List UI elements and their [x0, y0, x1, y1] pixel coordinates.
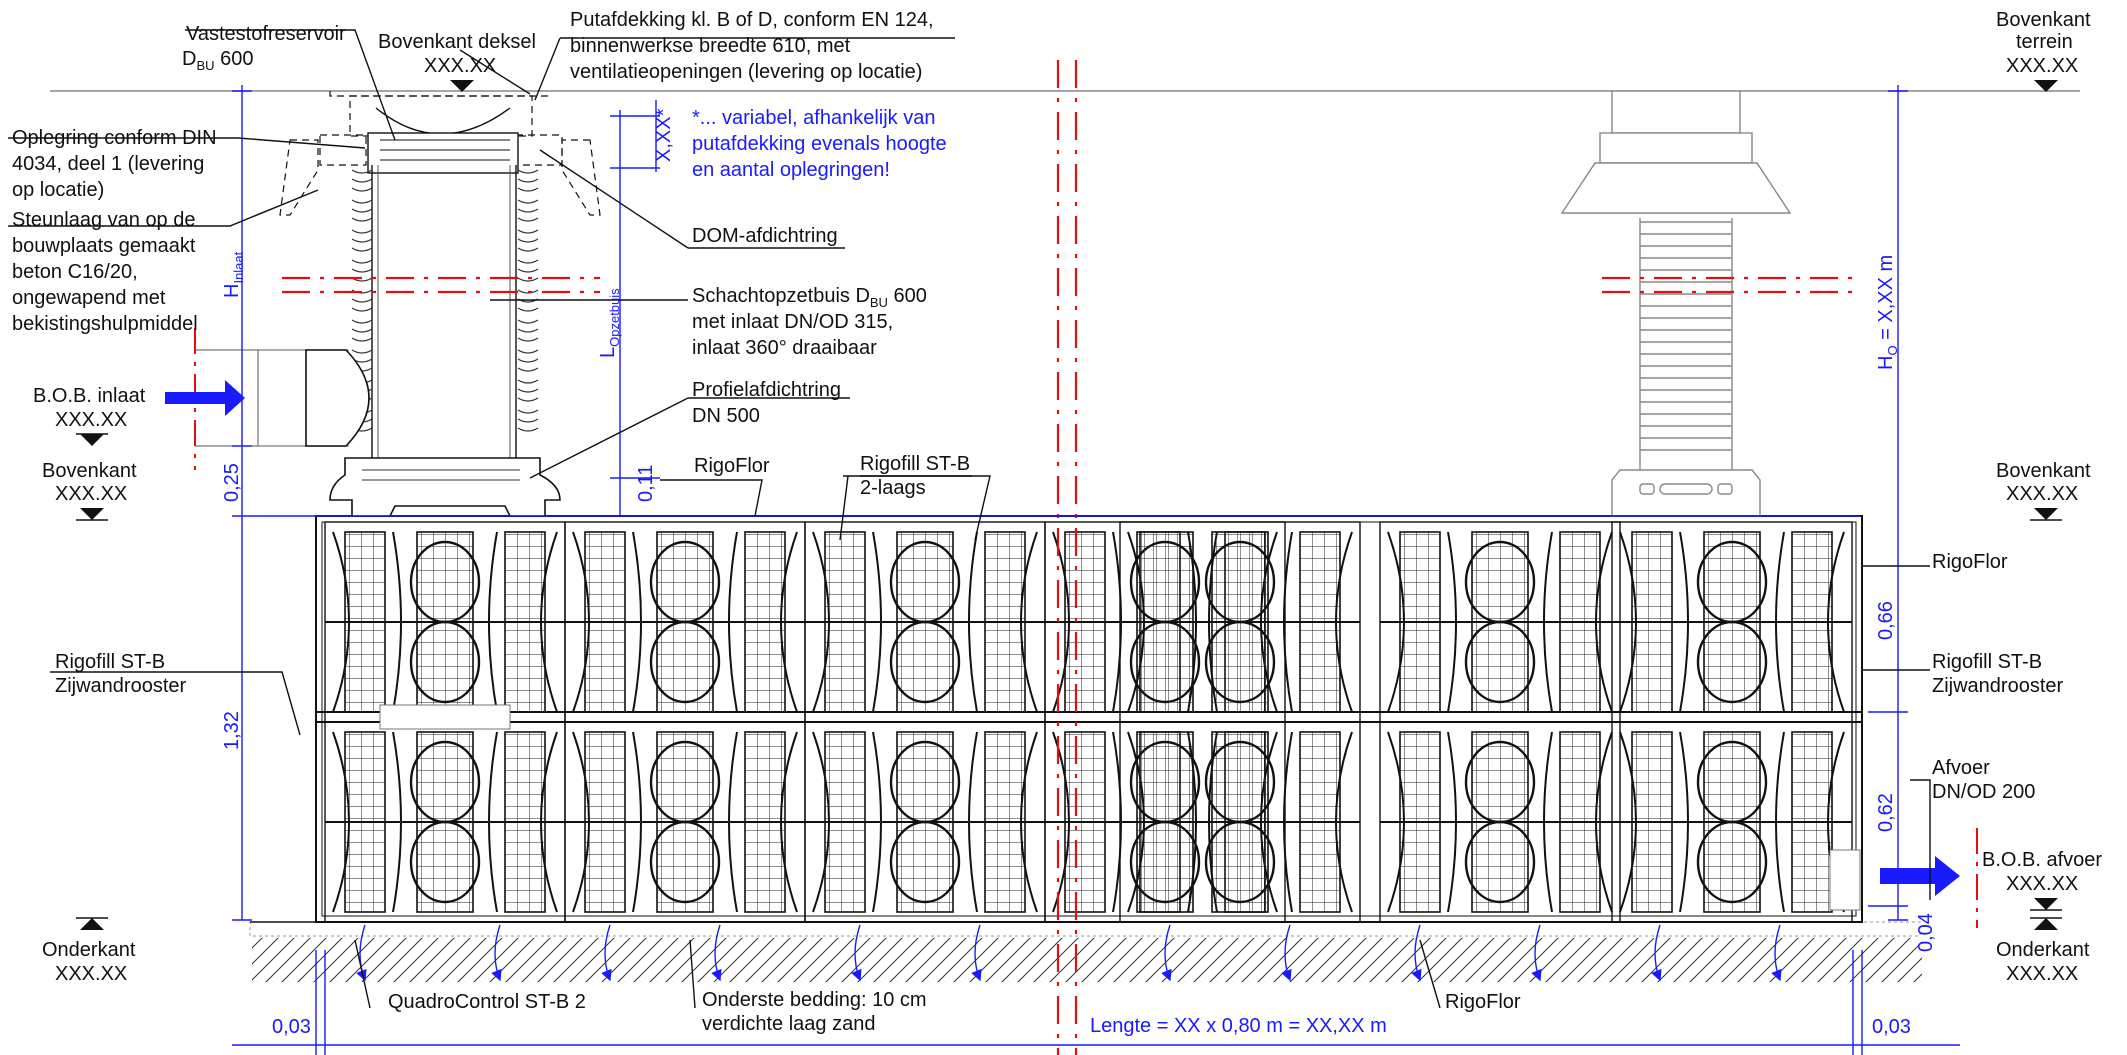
label-bovenkant-l-val: XXX.XX — [55, 483, 127, 505]
label-variabel-3: en aantal oplegringen! — [692, 159, 890, 181]
label-oplegring-3: op locatie) — [12, 179, 104, 201]
label-profiel-2: DN 500 — [692, 405, 760, 427]
label-l-opzet: LOpzetbuis — [597, 288, 622, 358]
label-bob-inlaat-val: XXX.XX — [55, 409, 127, 431]
bedding-layer — [249, 921, 1922, 982]
label-afvoer-2: DN/OD 200 — [1932, 781, 2035, 803]
label-rigofill-top-2: 2-laags — [860, 477, 926, 499]
label-schacht-1: Schachtopzetbuis DBU 600 — [692, 285, 927, 310]
label-rigofill-right-2: Zijwandrooster — [1932, 675, 2064, 697]
label-ho: HO = X,XX m — [1875, 255, 1900, 370]
label-onderkant-right-val: XXX.XX — [2006, 963, 2078, 985]
leader-lines — [8, 29, 1931, 1009]
flow-arrows — [165, 380, 1960, 982]
label-bob-afvoer-val: XXX.XX — [2006, 873, 2078, 895]
label-dbu600: DBU 600 — [182, 48, 253, 73]
label-variabel-1: *... variabel, afhankelijk van — [692, 107, 935, 129]
label-steunlaag-2: bouwplaats gemaakt — [12, 235, 196, 257]
label-steunlaag-4: ongewapend met — [12, 287, 166, 309]
dimension-lines — [232, 85, 1960, 1055]
dim-003-left: 0,03 — [272, 1016, 311, 1038]
label-rigoflor-bottom: RigoFlor — [1445, 991, 1521, 1013]
dim-066: 0,66 — [1875, 601, 1897, 640]
label-bob-inlaat: B.O.B. inlaat — [33, 385, 146, 407]
label-putafdekking-1: Putafdekking kl. B of D, conform EN 124, — [570, 9, 934, 31]
label-rigofill-right-1: Rigofill ST-B — [1932, 651, 2042, 673]
label-onderkant-right: Onderkant — [1996, 939, 2090, 961]
label-dom-afdichtring: DOM-afdichtring — [692, 225, 838, 247]
label-afvoer-1: Afvoer — [1932, 757, 1990, 779]
dim-025: 0,25 — [221, 463, 243, 502]
label-steunlaag-1: Steunlaag van op de — [12, 209, 196, 231]
label-oplegring-1: Oplegring conform DIN — [12, 127, 217, 149]
label-lengte: Lengte = XX x 0,80 m = XX,XX m — [1090, 1015, 1387, 1037]
label-bovenkant-right: Bovenkant — [1996, 460, 2091, 482]
dim-003-right: 0,03 — [1872, 1016, 1911, 1038]
label-onderkant-left-val: XXX.XX — [55, 963, 127, 985]
label-bovenkant-terrein-1: Bovenkant — [1996, 9, 2091, 31]
label-putafdekking-2: binnenwerkse breedte 610, met — [570, 35, 851, 57]
label-rigofill-top-1: Rigofill ST-B — [860, 453, 970, 475]
label-vastestofreservoir: Vastestofreservoir — [186, 23, 346, 45]
label-xxx-dim: X,XX* — [653, 108, 675, 162]
label-bovenkant-terrein-2: terrein — [2016, 31, 2073, 53]
label-bovenkant-terrein-val: XXX.XX — [2006, 55, 2078, 77]
label-steunlaag-5: bekistingshulpmiddel — [12, 313, 198, 335]
label-rigofill-left-2: Zijwandrooster — [55, 675, 187, 697]
label-schacht-2: met inlaat DN/OD 315, — [692, 311, 893, 333]
annotation-texts: Vastestofreservoir DBU 600 Bovenkant dek… — [12, 9, 2102, 1038]
right-shaft — [1560, 90, 1792, 517]
label-onderkant-left: Onderkant — [42, 939, 136, 961]
label-rigofill-left-1: Rigofill ST-B — [55, 651, 165, 673]
label-rigoflor-top: RigoFlor — [694, 455, 770, 477]
dim-132: 1,32 — [221, 711, 243, 750]
label-bovenkant-deksel-val: XXX.XX — [424, 55, 496, 77]
label-oplegring-2: 4034, deel 1 (levering — [12, 153, 204, 175]
label-bovenkant-right-val: XXX.XX — [2006, 483, 2078, 505]
label-schacht-3: inlaat 360° draaibaar — [692, 337, 877, 359]
label-rigoflor-right: RigoFlor — [1932, 551, 2008, 573]
label-h-inlaat: HInlaat — [221, 251, 246, 298]
label-bedding-1: Onderste bedding: 10 cm — [702, 989, 927, 1011]
label-variabel-2: putafdekking evenals hoogte — [692, 133, 947, 155]
label-steunlaag-3: beton C16/20, — [12, 261, 138, 283]
center-lines — [194, 60, 1978, 1055]
label-quadrocontrol: QuadroControl ST-B 2 — [388, 991, 586, 1013]
left-shaft — [195, 91, 601, 517]
label-bovenkant-deksel: Bovenkant deksel — [378, 31, 536, 53]
label-profiel-1: Profielafdichtring — [692, 379, 841, 401]
dim-062: 0,62 — [1875, 793, 1897, 832]
crate-block — [315, 515, 1863, 924]
label-bedding-2: verdichte laag zand — [702, 1013, 875, 1035]
label-putafdekking-3: ventilatieopeningen (levering op locatie… — [570, 61, 922, 83]
label-bob-afvoer: B.O.B. afvoer — [1982, 849, 2102, 871]
dim-004: 0,04 — [1915, 913, 1937, 952]
label-bovenkant-l: Bovenkant — [42, 460, 137, 482]
dim-011: 0,11 — [635, 465, 657, 502]
